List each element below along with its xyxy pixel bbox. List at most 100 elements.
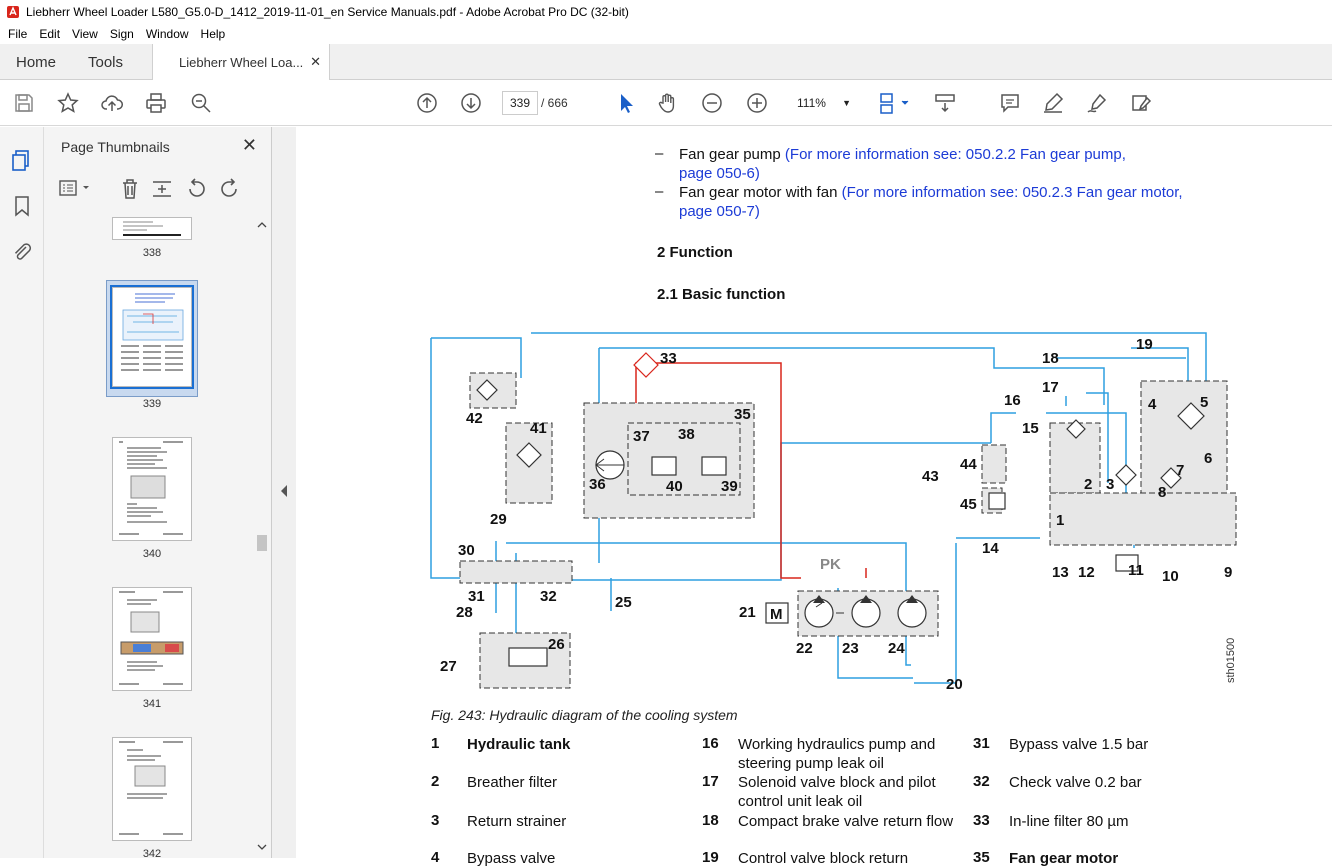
upload-cloud-icon[interactable] — [100, 91, 124, 115]
document-view[interactable]: – Fan gear pump (For more information se… — [296, 127, 1332, 867]
bullet-text: Fan gear pump — [679, 146, 785, 163]
menu-edit[interactable]: Edit — [39, 27, 61, 41]
diagram-label: 8 — [1158, 484, 1166, 501]
menu-view[interactable]: View — [72, 27, 98, 41]
bookmarks-icon[interactable] — [11, 195, 33, 217]
bookmark-star-icon[interactable] — [56, 91, 80, 115]
tab-document[interactable]: Liebherr Wheel Loa... ✕ — [152, 44, 330, 81]
legend-number: 2 — [431, 773, 440, 790]
collapse-panel-icon[interactable] — [280, 485, 288, 497]
select-cursor-icon[interactable] — [614, 91, 638, 115]
zoom-out-icon[interactable] — [700, 91, 724, 115]
cross-reference-link[interactable]: page 050-7) — [679, 203, 760, 220]
legend-text: Fan gear motor — [1009, 850, 1119, 867]
thumbnail-page-341[interactable] — [112, 587, 192, 691]
cross-reference-link[interactable]: page 050-6) — [679, 165, 760, 182]
page-count: / 666 — [541, 96, 568, 110]
diagram-label: 16 — [1004, 392, 1021, 409]
options-menu-icon[interactable] — [58, 177, 94, 201]
legend-text: Solenoid valve block and pilot control u… — [738, 774, 936, 810]
thumbnail-scrollbar[interactable] — [254, 217, 270, 857]
diagram-label: 33 — [660, 350, 677, 367]
thumbnail-page-338[interactable] — [112, 217, 192, 240]
menu-sign[interactable]: Sign — [109, 27, 134, 41]
diagram-label: 30 — [458, 542, 475, 559]
scroll-mode-icon[interactable] — [933, 91, 957, 115]
chevron-down-icon: ▼ — [842, 98, 851, 108]
panel-splitter[interactable] — [272, 127, 296, 858]
bullet-item: Fan gear motor with fan (For more inform… — [679, 183, 1239, 221]
zoom-search-icon[interactable] — [189, 91, 213, 115]
rotate-right-icon[interactable] — [218, 177, 242, 201]
tab-tools[interactable]: Tools — [88, 53, 124, 71]
legend-text: Bypass valve — [467, 850, 556, 867]
thumbnail-page-339[interactable] — [110, 285, 194, 389]
extract-page-icon[interactable] — [150, 177, 174, 201]
diagram-label: 5 — [1200, 394, 1208, 411]
hand-tool-icon[interactable] — [656, 91, 680, 115]
legend-text: In-line filter 80 µm — [1009, 813, 1129, 830]
close-panel-icon[interactable]: ✕ — [241, 135, 257, 155]
close-tab-icon[interactable]: ✕ — [310, 54, 321, 69]
legend-number: 18 — [702, 812, 719, 829]
zoom-level-value: 111% — [797, 96, 826, 110]
bullet-dash: – — [655, 183, 664, 200]
tab-home[interactable]: Home — [16, 53, 57, 71]
diagram-label: 14 — [982, 540, 999, 557]
thumbnail-page-340[interactable] — [112, 437, 192, 541]
page-fit-icon[interactable] — [876, 91, 912, 115]
legend-text: Breather filter — [467, 774, 558, 791]
legend-number: 1 — [431, 735, 440, 752]
diagram-label: 42 — [466, 410, 483, 427]
tab-bar: Home Tools Liebherr Wheel Loa... ✕ — [0, 44, 1332, 81]
legend-number: 17 — [702, 773, 719, 790]
next-page-icon[interactable] — [459, 91, 483, 115]
delete-page-icon[interactable] — [118, 177, 142, 201]
comment-icon[interactable] — [998, 91, 1022, 115]
highlight-pen-icon[interactable] — [1041, 91, 1065, 115]
diagram-label: 27 — [440, 658, 457, 675]
diagram-label: 32 — [540, 588, 557, 605]
diagram-label: 41 — [530, 420, 547, 437]
diagram-label: 3 — [1106, 476, 1114, 493]
legend-text: Compact brake valve return flow — [738, 813, 954, 830]
edit-pdf-icon[interactable] — [1129, 91, 1153, 115]
legend-text: Return strainer — [467, 813, 567, 830]
diagram-label: 44 — [960, 456, 977, 473]
page-thumbnails-icon[interactable] — [11, 149, 33, 171]
diagram-label: 35 — [734, 406, 751, 423]
menu-file[interactable]: File — [8, 27, 28, 41]
diagram-label: 39 — [721, 478, 738, 495]
sign-icon[interactable] — [1085, 91, 1109, 115]
menu-window[interactable]: Window — [145, 27, 189, 41]
bullet-dash: – — [655, 145, 664, 162]
save-icon[interactable] — [12, 91, 36, 115]
diagram-label: 43 — [922, 468, 939, 485]
page-number-input[interactable]: 339 — [502, 91, 538, 115]
menu-help[interactable]: Help — [200, 27, 226, 41]
tab-document-label: Liebherr Wheel Loa... — [179, 55, 304, 70]
diagram-label: 9 — [1224, 564, 1232, 581]
scroll-up-icon — [257, 222, 267, 228]
print-icon[interactable] — [144, 91, 168, 115]
diagram-label: 4 — [1148, 396, 1157, 413]
previous-page-icon[interactable] — [415, 91, 439, 115]
panel-toolbar — [58, 177, 268, 203]
thumbnail-page-342[interactable] — [112, 737, 192, 841]
zoom-in-icon[interactable] — [745, 91, 769, 115]
diagram-label: 21 — [739, 604, 756, 621]
attachments-icon[interactable] — [11, 241, 33, 263]
cross-reference-link[interactable]: (For more information see: 050.2.2 Fan g… — [784, 146, 1126, 163]
diagram-label: 17 — [1042, 379, 1059, 396]
diagram-label: 1 — [1056, 512, 1064, 529]
diagram-label: 22 — [796, 640, 813, 657]
diagram-label: 40 — [666, 478, 683, 495]
bullet-item: Fan gear pump (For more information see:… — [679, 145, 1239, 183]
left-nav-rail — [0, 127, 44, 858]
toolbar: 339 / 666 111% ▼ — [0, 80, 1332, 126]
rotate-left-icon[interactable] — [184, 177, 208, 201]
zoom-level-select[interactable]: 111% ▼ — [789, 91, 859, 115]
cross-reference-link[interactable]: (For more information see: 050.2.3 Fan g… — [841, 184, 1183, 201]
diagram-label: M — [770, 606, 783, 623]
bullet-text: Fan gear motor with fan — [679, 184, 842, 201]
